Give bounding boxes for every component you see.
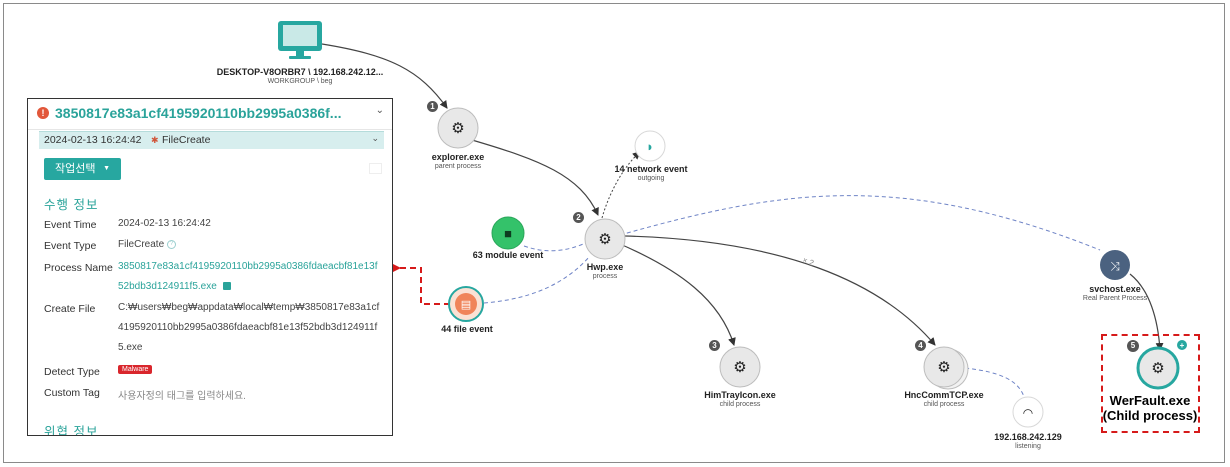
hnccomm-node[interactable]: ⚙	[923, 346, 969, 390]
ip-node[interactable]: ◠	[1012, 396, 1044, 428]
event-time-value: 2024-02-13 16:24:42	[118, 218, 211, 229]
process-name-label: Process Name	[44, 262, 113, 274]
section-threat-title: 위협 정보	[44, 425, 99, 436]
event-type-value: FileCreate?	[118, 235, 380, 255]
process-name-value[interactable]: 3850817e83a1cf4195920110bb2995a0386fdaea…	[118, 261, 378, 292]
ip-label: 192.168.242.129 listening	[994, 432, 1062, 450]
werfault-highlight-box	[1101, 334, 1200, 433]
bug-icon: ✱	[151, 135, 159, 145]
chevron-down-icon[interactable]: ⌄	[375, 105, 384, 116]
network-node[interactable]: ◗	[634, 130, 666, 162]
event-detail-panel: ! 3850817e83a1cf4195920110bb2995a0386f..…	[27, 98, 393, 436]
module-label: 63 module event	[472, 250, 544, 260]
alert-icon: !	[37, 107, 49, 119]
help-icon[interactable]: ?	[167, 239, 177, 249]
gears-icon: ⚙	[1151, 360, 1164, 377]
explorer-label: explorer.exe parent process	[431, 152, 485, 170]
gears-icon: ⚙	[937, 359, 950, 376]
edge-hwp-svchost	[619, 195, 1101, 251]
edge-file-hwp	[483, 255, 591, 304]
edge-hwp-himtray	[619, 243, 736, 346]
signal-icon: ◗	[646, 139, 654, 154]
werfault-badge: 5	[1127, 340, 1139, 352]
expand-plus-icon[interactable]	[1177, 340, 1187, 350]
create-file-value: C:₩users₩beg₩appdata₩local₩temp₩3850817e…	[118, 302, 380, 353]
panel-header[interactable]: ! 3850817e83a1cf4195920110bb2995a0386f..…	[28, 99, 392, 130]
network-label: 14 network event outgoing	[614, 164, 688, 182]
edge-hwp-hnccomm	[624, 235, 936, 346]
edge-desktop-explorer	[321, 43, 448, 109]
event-time-label: Event Time	[44, 219, 97, 231]
hwp-label: Hwp.exe process	[586, 262, 624, 280]
svg-text:+: +	[1180, 341, 1185, 350]
wifi-icon: ◠	[1023, 406, 1033, 420]
edge-module-hwp	[523, 241, 589, 252]
werfault-caption: WerFault.exe (Child process)	[1102, 393, 1198, 423]
gears-icon: ⚙	[598, 231, 611, 248]
cubes-icon: ■	[504, 226, 512, 241]
desktop-label: DESKTOP-V8ORBR7 \ 192.168.242.12... WORK…	[216, 67, 384, 85]
werfault-node[interactable]: ⚙ +	[1136, 340, 1187, 390]
gears-icon: ⚙	[451, 120, 464, 137]
section-exec-title: 수행 정보	[44, 198, 99, 212]
himtray-badge: 3	[709, 340, 720, 351]
himtray-label: HimTrayIcon.exe child process	[704, 390, 776, 408]
file-label: 44 file event	[441, 324, 493, 334]
hwp-node[interactable]: ⚙	[584, 218, 626, 260]
explorer-badge: 1	[427, 101, 438, 112]
event-type-label: Event Type	[44, 240, 97, 252]
hwp-badge: 2	[573, 212, 584, 223]
svchost-node[interactable]: ⤨	[1100, 250, 1130, 280]
edge-multiplier: × 2	[801, 255, 815, 268]
gears-icon: ⚙	[733, 359, 746, 376]
explorer-node[interactable]: ⚙	[437, 107, 479, 149]
monitor-icon[interactable]	[278, 21, 322, 59]
svchost-label: svchost.exe Real Parent Process	[1082, 284, 1148, 302]
hnccomm-label: HncCommTCP.exe child process	[904, 390, 984, 408]
detect-type-badge: Malware	[118, 365, 153, 374]
figure-frame	[3, 3, 1225, 463]
panel-option-box[interactable]	[369, 163, 382, 174]
custom-tag-label: Custom Tag	[44, 387, 100, 399]
shuffle-icon: ⤨	[1110, 259, 1120, 273]
edge-hwp-network	[601, 151, 641, 219]
custom-tag-input[interactable]: 사용자정의 태그를 입력하세요.	[118, 391, 246, 402]
himtray-node[interactable]: ⚙	[719, 346, 761, 388]
edge-explorer-hwp	[471, 139, 599, 216]
file-icon: ▤	[461, 299, 471, 311]
chevron-down-icon[interactable]: ⌄	[371, 133, 379, 143]
detect-type-label: Detect Type	[44, 366, 100, 378]
event-bar-type: FileCreate	[162, 134, 211, 146]
edge-svchost-werfault	[1129, 273, 1164, 351]
file-node[interactable]: ▤	[448, 286, 484, 322]
create-file-label: Create File	[44, 303, 96, 315]
panel-title: 3850817e83a1cf4195920110bb2995a0386f...	[55, 105, 342, 121]
action-select-button[interactable]: 작업선택▼	[44, 158, 121, 180]
edge-hnccomm-ip	[964, 367, 1026, 401]
module-node[interactable]: ■	[491, 216, 525, 250]
event-selector[interactable]: 2024-02-13 16:24:42 ✱ FileCreate ⌄	[39, 131, 384, 149]
annotation-arrow	[392, 263, 450, 305]
event-bar-time: 2024-02-13 16:24:42	[44, 134, 142, 146]
hnccomm-badge: 4	[915, 340, 926, 351]
external-link-icon[interactable]	[222, 282, 231, 291]
